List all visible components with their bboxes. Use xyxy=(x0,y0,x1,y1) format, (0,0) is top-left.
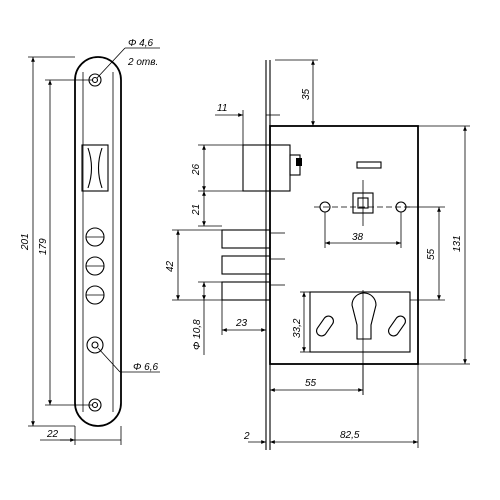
faceplate-view: Φ 4,6 2 отв. Φ 6,6 201 179 22 xyxy=(20,38,160,445)
hole-large-label: Φ 6,6 xyxy=(133,362,158,373)
dim-latch-to-spindle: 21 xyxy=(191,204,202,216)
cylinder-profile-icon xyxy=(351,292,377,340)
deadbolt-2 xyxy=(221,255,271,275)
body-side-view: 35 11 26 21 42 Φ 10,8 23 33,2 xyxy=(165,59,470,450)
dim-bolt-diameter: Φ 10,8 xyxy=(192,319,203,350)
hole-small-count: 2 отв. xyxy=(127,57,158,68)
slot xyxy=(356,161,382,169)
dim-spindle-spacing: 38 xyxy=(352,232,364,243)
deadbolt-1 xyxy=(221,229,271,249)
dim-body-height: 131 xyxy=(452,235,463,252)
dim-spindle-to-cylinder: 55 xyxy=(426,248,437,260)
dim-latch-protrusion: 11 xyxy=(217,103,227,114)
faceplate-outline xyxy=(74,56,122,427)
dim-overall-height: 201 xyxy=(20,233,31,251)
deadbolt-3 xyxy=(221,281,271,301)
latch-window xyxy=(81,144,109,192)
dim-bolts-span: 42 xyxy=(165,260,176,272)
dim-cylinder-offset: 33,2 xyxy=(292,318,303,338)
dim-top-offset: 35 xyxy=(301,88,312,100)
dim-body-depth: 82,5 xyxy=(340,430,360,441)
hole-small-label: Φ 4,6 xyxy=(128,38,153,49)
cylinder-area xyxy=(309,291,411,353)
dim-faceplate-thickness: 2 xyxy=(243,431,250,442)
dim-hole-spacing: 179 xyxy=(38,238,49,255)
dim-latch-height: 26 xyxy=(191,163,202,176)
dim-bolt-protrusion: 23 xyxy=(235,318,248,329)
dim-backset: 55 xyxy=(305,378,317,389)
dim-width: 22 xyxy=(46,429,59,440)
